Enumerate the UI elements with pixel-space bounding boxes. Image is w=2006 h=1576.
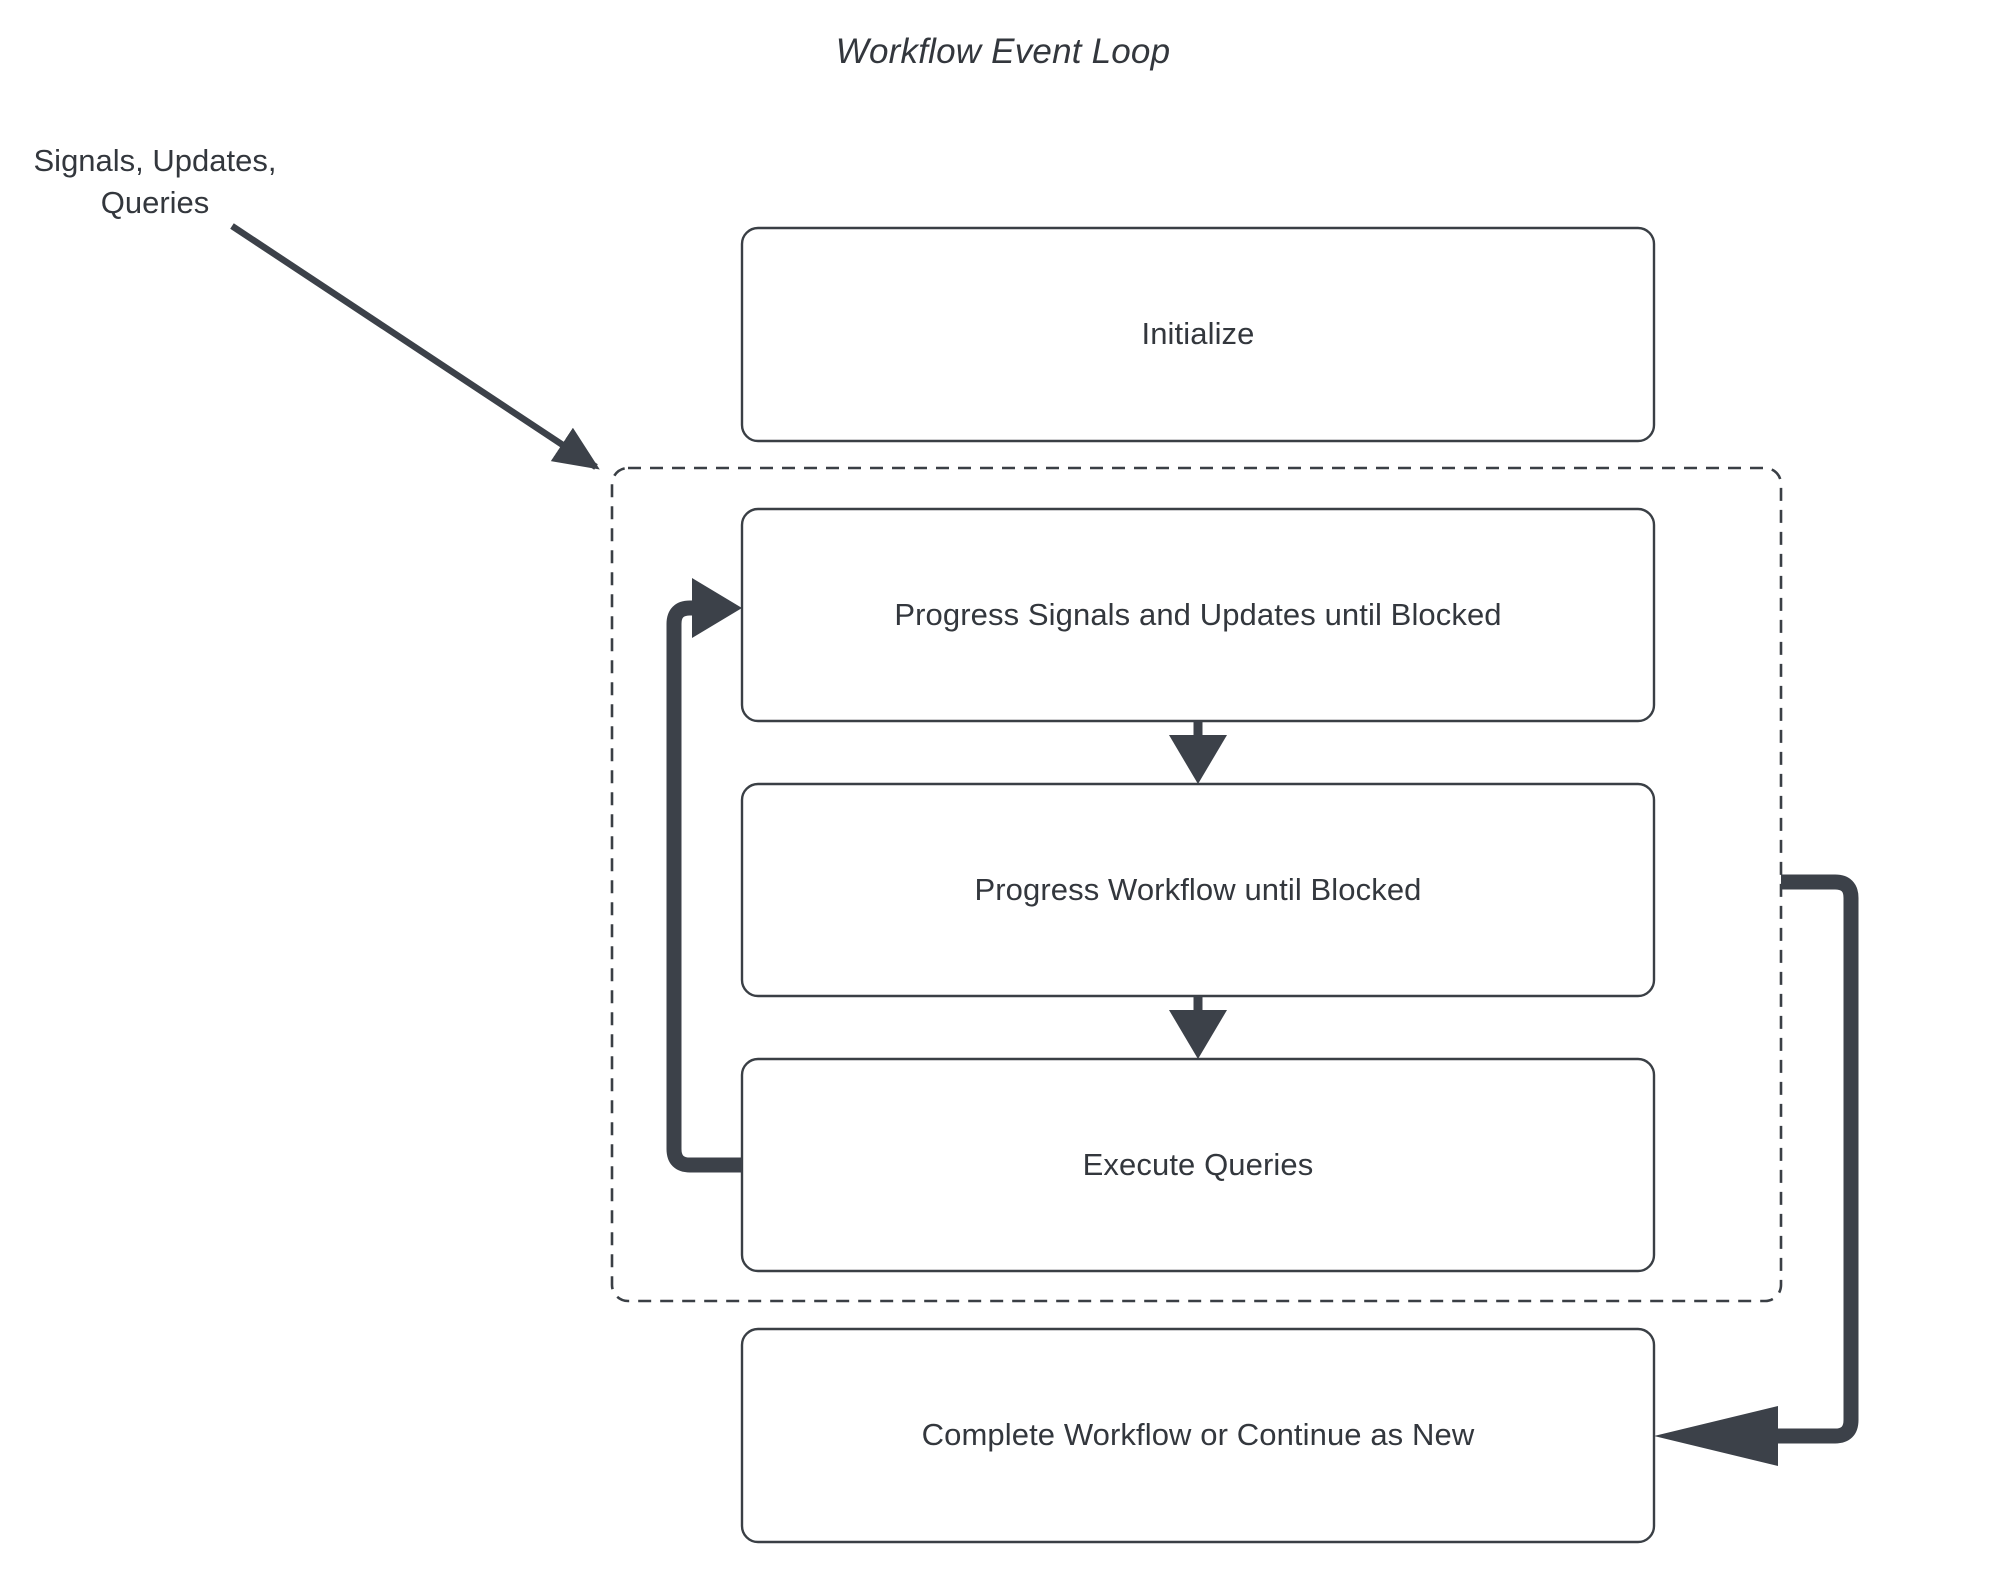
edge-queries-loop-back-head (692, 578, 742, 638)
edge-group-to-complete-head (1654, 1406, 1778, 1466)
node-box-complete-workflow[interactable] (740, 1327, 1656, 1544)
edge-queries-loop-back (666, 600, 742, 1173)
edge-group-to-complete (1770, 874, 1859, 1444)
node-box-progress-workflow[interactable] (740, 782, 1656, 998)
node-box-execute-queries[interactable] (740, 1057, 1656, 1273)
node-box-initialize[interactable] (740, 226, 1656, 443)
edge-workflow-to-queries-head (1169, 1010, 1227, 1059)
edge-external-input (230, 223, 600, 470)
node-box-progress-signals[interactable] (740, 507, 1656, 723)
edge-signals-to-workflow-head (1169, 735, 1227, 784)
